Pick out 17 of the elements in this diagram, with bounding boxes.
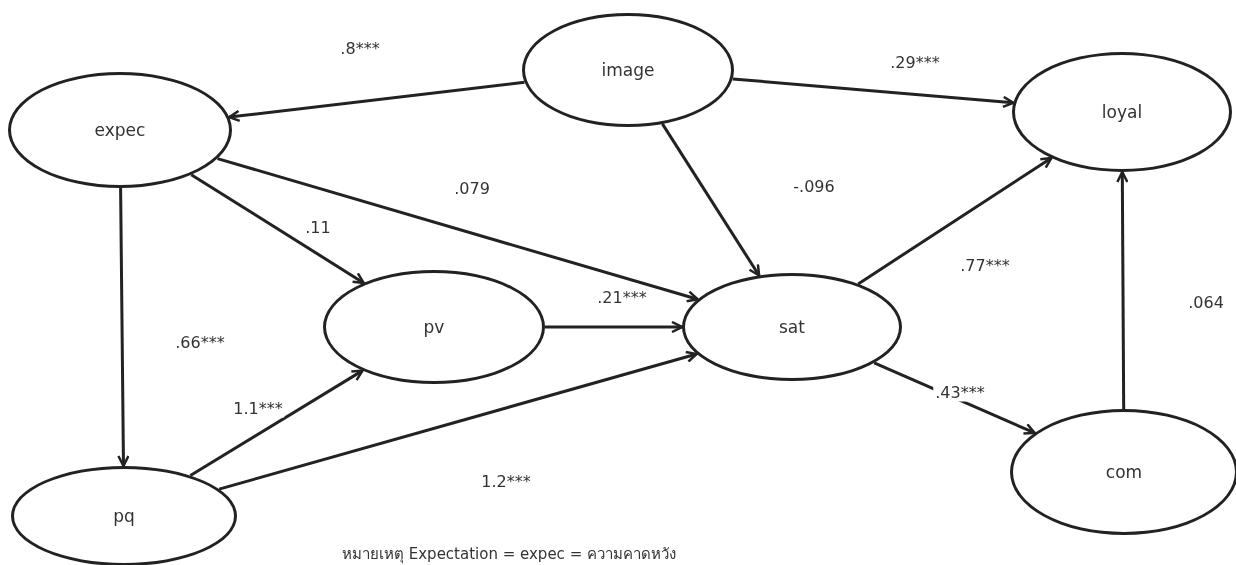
caption: หมายเหตุ Expectation = expec = ความคาดหวัง bbox=[342, 544, 676, 565]
arrow bbox=[732, 77, 1015, 109]
arrow bbox=[190, 173, 365, 285]
arrow bbox=[117, 188, 130, 468]
construct-name: pq bbox=[113, 506, 135, 526]
construct-name: expec bbox=[94, 120, 146, 140]
arrow bbox=[189, 369, 364, 477]
construct-name: loyal bbox=[1101, 102, 1143, 122]
arrow bbox=[1116, 170, 1129, 409]
arrow bbox=[217, 157, 699, 303]
construct-name: image bbox=[601, 60, 655, 80]
construct-name: com bbox=[1105, 462, 1143, 482]
construct-name: pv bbox=[423, 317, 445, 337]
construct-name: sat bbox=[779, 317, 805, 337]
arrow bbox=[857, 156, 1053, 286]
arrow bbox=[218, 350, 698, 491]
arrow bbox=[545, 320, 684, 334]
